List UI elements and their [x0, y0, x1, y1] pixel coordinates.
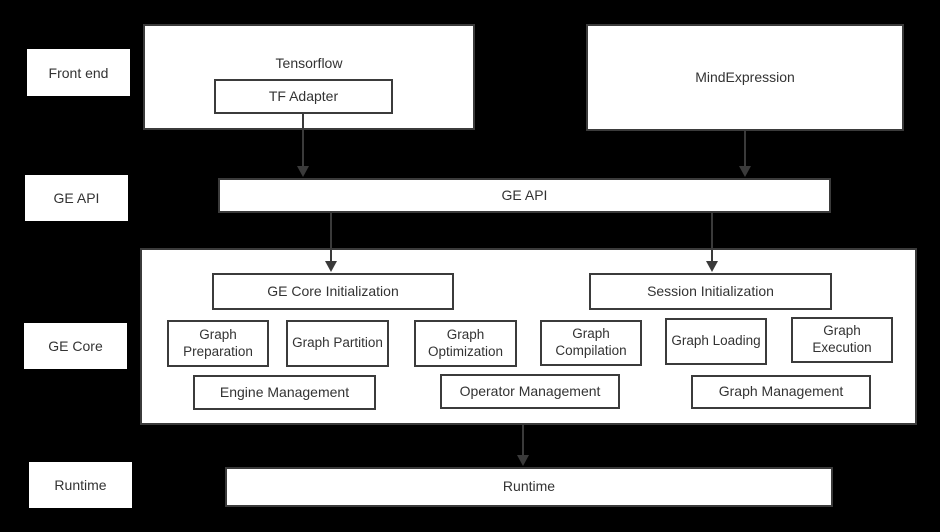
runtime-bar-label: Runtime [502, 478, 556, 495]
ge-api-bar-label: GE API [501, 186, 548, 203]
tensorflow-label: Tensorflow [275, 55, 343, 71]
session-initialization-label: Session Initialization [647, 282, 774, 299]
graph-partition-box: Graph Partition [286, 320, 389, 367]
tensorflow-box: Tensorflow [143, 24, 475, 130]
graph-preparation-box: Graph Preparation [167, 320, 269, 367]
graph-execution-label: Graph Execution [812, 323, 872, 355]
graph-loading-box: Graph Loading [665, 318, 767, 365]
graph-loading-label: Graph Loading [671, 333, 761, 349]
layer-label-text: GE API [53, 190, 100, 206]
graph-compilation-label: Graph Compilation [555, 326, 627, 358]
graph-optimization-box: Graph Optimization [414, 320, 517, 367]
arrow-tf-adapter-to-ge-api [297, 113, 309, 177]
graph-optimization-label: Graph Optimization [427, 326, 504, 359]
ge-api-bar: GE API [218, 178, 831, 213]
engine-management-box: Engine Management [193, 375, 376, 410]
layer-label-ge-core: GE Core [24, 323, 127, 369]
layer-label-runtime: Runtime [29, 462, 132, 508]
graph-management-label: Graph Management [718, 383, 844, 400]
ge-core-initialization-box: GE Core Initialization [212, 273, 454, 310]
arrow-mind-expression-to-ge-api [739, 131, 751, 177]
layer-label-text: GE Core [48, 338, 103, 354]
arrow-ge-api-to-session-initialization [706, 213, 718, 272]
layer-label-text: Runtime [54, 477, 107, 493]
graph-partition-label: Graph Partition [292, 335, 383, 351]
layer-label-front-end: Front end [27, 49, 130, 96]
engine-management-label: Engine Management [219, 383, 350, 400]
graph-preparation-label: Graph Preparation [183, 326, 253, 359]
runtime-bar: Runtime [225, 467, 833, 507]
layer-label-ge-api: GE API [25, 175, 128, 221]
mind-expression-box: MindExpression [586, 24, 904, 131]
arrow-ge-core-to-runtime [517, 425, 529, 466]
operator-management-box: Operator Management [440, 374, 620, 409]
operator-management-label: Operator Management [459, 382, 601, 399]
graph-management-box: Graph Management [691, 375, 871, 409]
mind-expression-label: MindExpression [695, 68, 795, 85]
layer-label-text: Front end [48, 64, 109, 81]
graph-compilation-box: Graph Compilation [540, 320, 642, 366]
tf-adapter-box: TF Adapter [214, 79, 393, 114]
ge-core-initialization-label: GE Core Initialization [267, 282, 399, 299]
graph-execution-box: Graph Execution [791, 317, 893, 363]
arrow-ge-api-to-ge-core-initialization [325, 213, 337, 272]
tf-adapter-label: TF Adapter [268, 87, 339, 104]
session-initialization-box: Session Initialization [589, 273, 832, 310]
